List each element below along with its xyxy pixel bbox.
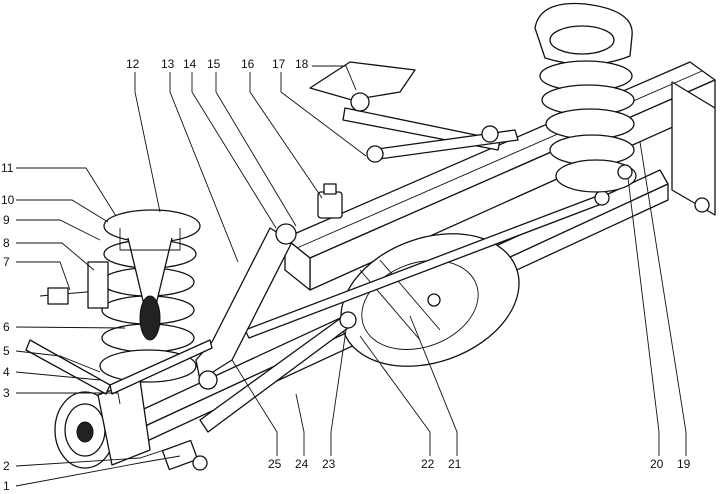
- callout-9: 9: [3, 213, 10, 227]
- callout-16: 16: [241, 57, 255, 71]
- callout-6: 6: [3, 320, 10, 334]
- upper-trailing-rods: [342, 107, 519, 163]
- upper-mount-bolt: [39, 261, 111, 309]
- callout-5: 5: [3, 344, 10, 358]
- right-mount-bracket: [617, 164, 710, 213]
- callout-4: 4: [3, 365, 10, 379]
- callout-17: 17: [272, 57, 286, 71]
- callout-19: 19: [677, 457, 691, 471]
- callout-8: 8: [3, 236, 10, 250]
- left-coil-spring: [99, 209, 201, 383]
- callout-14: 14: [183, 57, 197, 71]
- suspension-illustration: [25, 2, 716, 471]
- lower-arm-bracket: [161, 439, 208, 471]
- callout-21: 21: [448, 457, 462, 471]
- callout-1: 1: [3, 479, 10, 493]
- callout-2: 2: [3, 459, 10, 473]
- right-coil-spring: [534, 2, 637, 193]
- stabilizer-bar: [25, 339, 213, 395]
- callout-labels: 1 2 3 4 5 6 7 8 9 10 11 12 13 14 15 16 1…: [1, 57, 691, 493]
- callout-25: 25: [268, 457, 282, 471]
- axle-housing: [340, 233, 520, 367]
- callout-15: 15: [207, 57, 221, 71]
- mounting-bracket: [309, 61, 416, 112]
- callout-24: 24: [295, 457, 309, 471]
- wheel-hub: [54, 379, 151, 469]
- bump-stop: [317, 183, 343, 219]
- callout-18: 18: [295, 57, 309, 71]
- callout-12: 12: [126, 57, 140, 71]
- callout-3: 3: [3, 386, 10, 400]
- callout-11: 11: [1, 161, 14, 175]
- callout-23: 23: [322, 457, 336, 471]
- callout-7: 7: [3, 255, 10, 269]
- callout-10: 10: [1, 193, 15, 207]
- callout-13: 13: [161, 57, 175, 71]
- leader-lines: [15, 65, 687, 487]
- panhard-rod: [244, 190, 610, 339]
- lower-trailing-arm: [199, 311, 357, 433]
- callout-22: 22: [421, 457, 435, 471]
- callout-20: 20: [650, 457, 664, 471]
